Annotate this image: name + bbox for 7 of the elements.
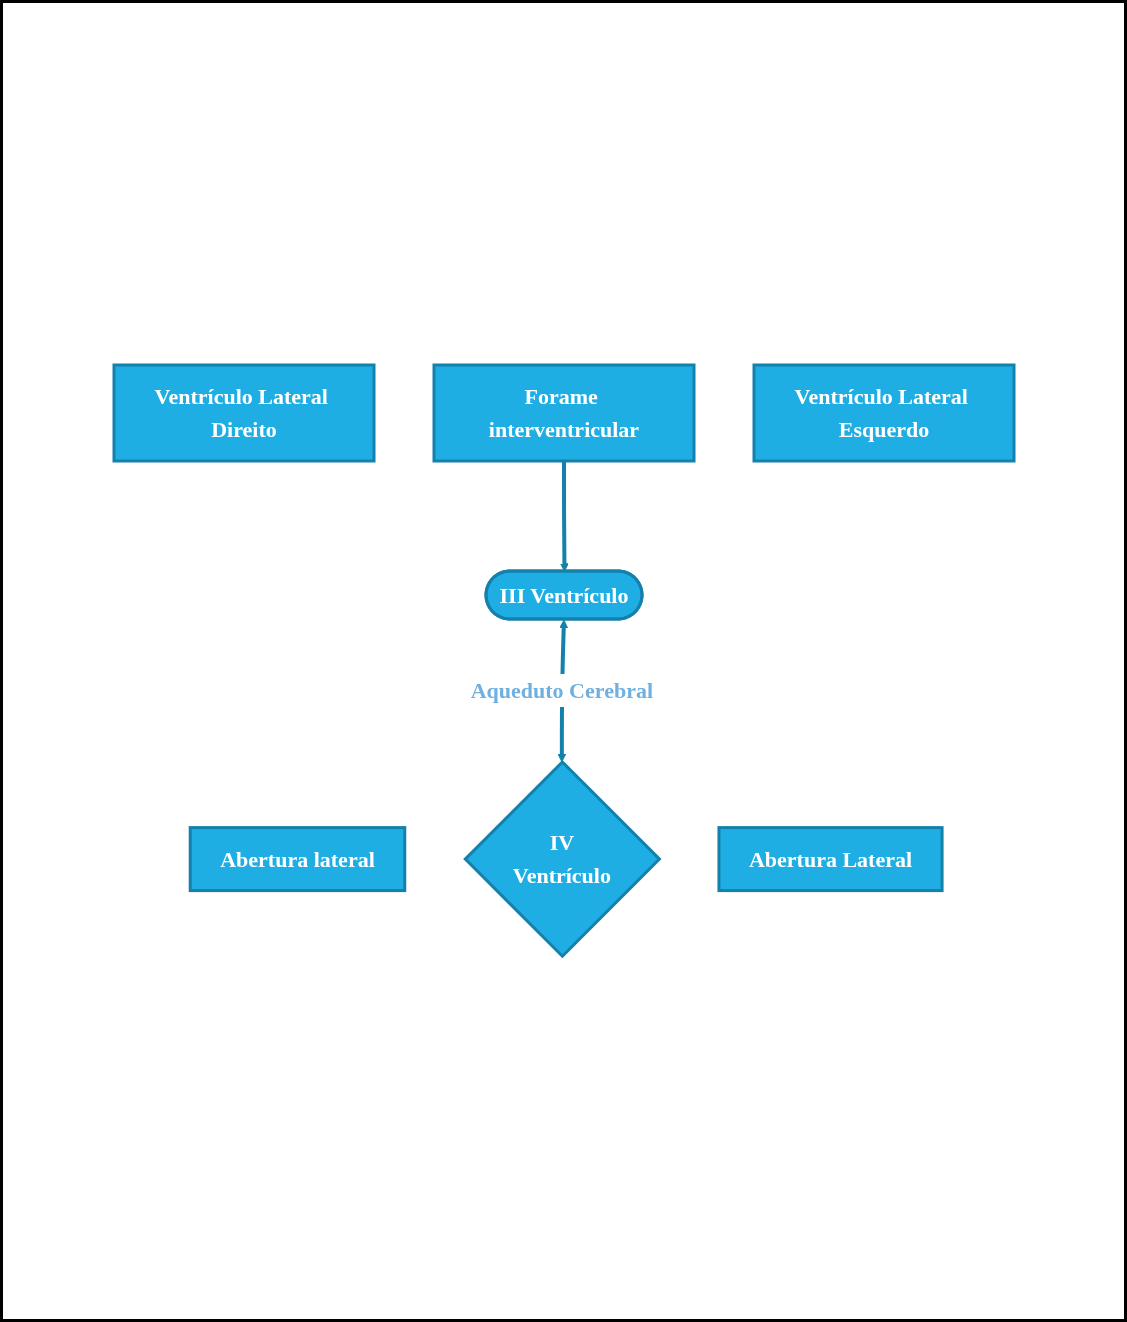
- node-box: Ventrículo Lateral Direito: [112, 363, 375, 463]
- node-box: Abertura Lateral: [716, 826, 944, 893]
- node-diamond: IV Ventrículo: [462, 760, 662, 959]
- edge-label: Aqueduto Cerebral: [470, 678, 653, 704]
- node-box: Ventrículo Lateral Esquerdo: [752, 363, 1015, 463]
- node-box: Forame interventricular: [432, 363, 695, 463]
- node-box: Abertura lateral: [188, 826, 406, 893]
